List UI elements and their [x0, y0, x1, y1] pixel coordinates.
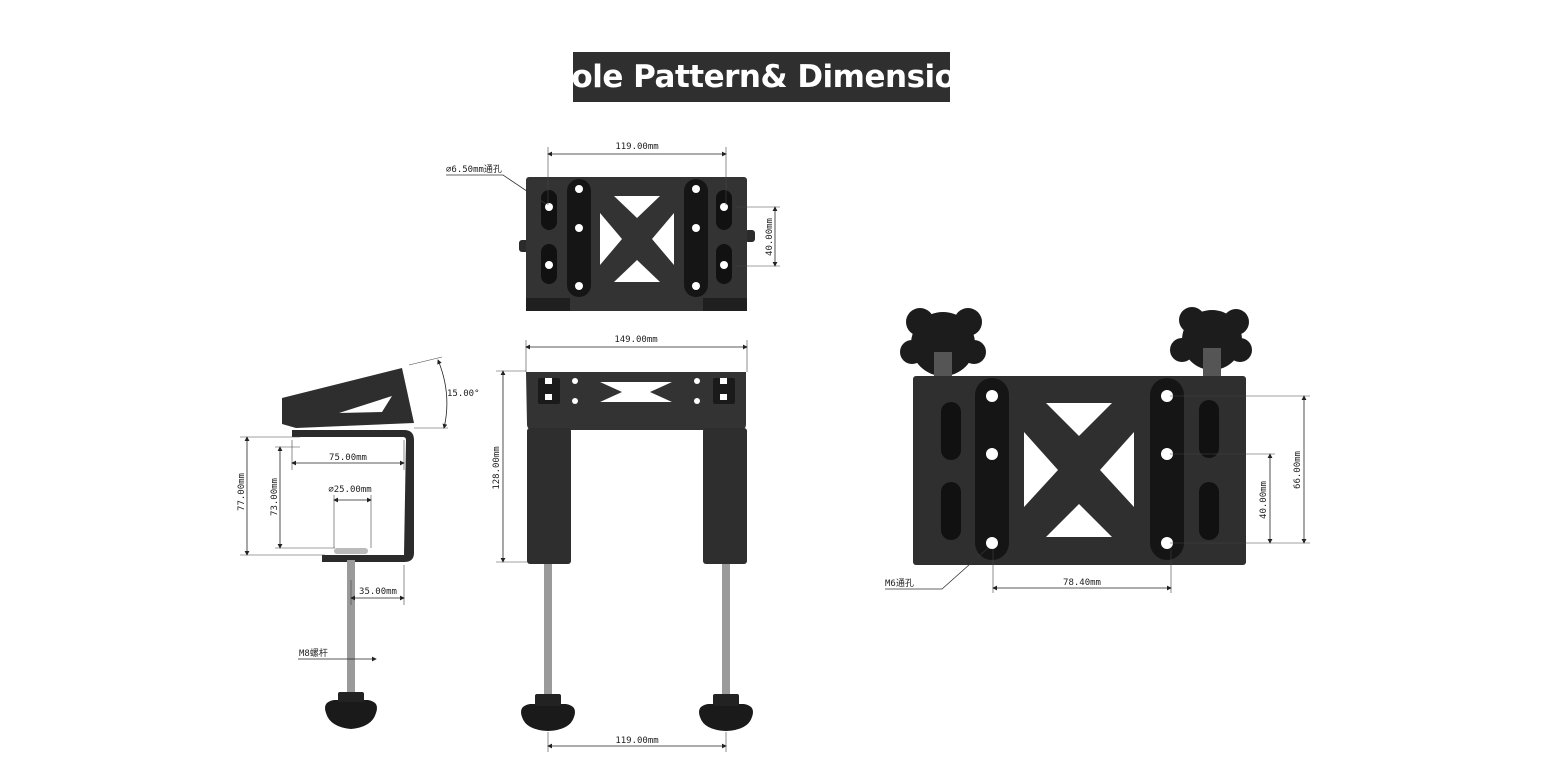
- top-hole: [720, 261, 728, 269]
- m6-hole-label: M6通孔: [885, 578, 914, 589]
- top-foot-right: [703, 298, 747, 311]
- front-height-label: 128.00mm: [492, 446, 502, 489]
- front-knob-hub-right: [713, 694, 739, 706]
- m6-hole: [1161, 448, 1173, 460]
- side-rod: [347, 560, 355, 696]
- rod-offset-label: 35.00mm: [359, 587, 397, 597]
- side-depth-label: 75.00mm: [329, 453, 367, 463]
- side-clamp-body: [292, 430, 414, 562]
- front-rod-right: [722, 564, 730, 696]
- plate-strip-right: [1150, 378, 1184, 560]
- front-hole: [694, 398, 700, 404]
- front-knob-hub-left: [535, 694, 561, 706]
- front-bottom-width-label: 119.00mm: [615, 736, 658, 746]
- m6-hole: [1161, 537, 1173, 549]
- top-hole: [545, 261, 553, 269]
- plate-strip-left: [975, 378, 1009, 560]
- front-strip: [713, 378, 735, 404]
- front-hole: [572, 378, 578, 384]
- plate-cutout: [1046, 504, 1112, 537]
- top-knob-stub-right: [745, 230, 755, 242]
- front-hole: [694, 378, 700, 384]
- right-spacing-h-label: 78.40mm: [1063, 578, 1101, 588]
- plate-cutout: [1100, 432, 1134, 507]
- m6-hole: [986, 537, 998, 549]
- top-view: 119.00mm 40.00mm ∅6.50mm通孔: [446, 142, 780, 311]
- side-knob: [325, 700, 377, 729]
- front-view: 149.00mm 128.00mm 119.00mm: [492, 335, 753, 752]
- side-height-inner-label: 73.00mm: [270, 478, 280, 516]
- top-strip-right: [684, 179, 708, 297]
- right-spacing-inner-label: 40.00mm: [1259, 481, 1269, 519]
- side-cutout: [339, 396, 392, 413]
- star-knob-left: [900, 308, 986, 378]
- side-view: 15.00° 75.00mm 77.00mm 73.00mm ∅25.00mm …: [237, 356, 480, 729]
- side-angle-label: 15.00°: [447, 389, 480, 399]
- top-strip-hole: [692, 224, 700, 232]
- m6-hole: [1161, 390, 1173, 402]
- top-strip-hole: [575, 282, 583, 290]
- front-knob-left: [521, 704, 575, 731]
- front-cutout: [600, 382, 672, 402]
- side-knob-hub: [338, 692, 364, 702]
- top-cutout: [614, 196, 660, 218]
- page-title-banner: Hole Pattern& Dimension: [546, 52, 978, 102]
- side-tilt-plate: [282, 368, 414, 428]
- top-hole: [720, 203, 728, 211]
- top-cutout: [652, 213, 674, 265]
- pad-diameter-label: ∅25.00mm: [328, 485, 371, 495]
- perspective-view: 66.00mm 40.00mm 78.40mm M6通孔: [885, 307, 1310, 593]
- plate-slot: [941, 482, 961, 540]
- plate-slot: [1199, 400, 1219, 458]
- page-title: Hole Pattern& Dimension: [545, 59, 978, 95]
- front-rod-left: [544, 564, 552, 696]
- top-foot-left: [526, 298, 570, 311]
- star-knob-right: [1170, 307, 1252, 376]
- plate-slot: [941, 402, 961, 460]
- front-hole: [572, 398, 578, 404]
- top-strip-hole: [692, 185, 700, 193]
- side-pad: [334, 548, 368, 554]
- front-hole: [545, 394, 552, 400]
- top-hole: [545, 203, 553, 211]
- plate-cutout: [1046, 403, 1112, 436]
- rod-label: M8螺杆: [299, 647, 328, 659]
- front-strip: [538, 378, 560, 404]
- top-strip-hole: [575, 185, 583, 193]
- top-hole-spacing-label: 40.00mm: [765, 218, 775, 256]
- top-strip-hole: [575, 224, 583, 232]
- top-hole-label: ∅6.50mm通孔: [446, 164, 502, 175]
- right-spacing-v-label: 66.00mm: [1293, 451, 1303, 489]
- front-width-label: 149.00mm: [614, 335, 657, 345]
- front-hole: [545, 378, 552, 384]
- top-strip-left: [567, 179, 591, 297]
- front-hole: [720, 394, 727, 400]
- front-leg-right: [703, 428, 747, 564]
- front-hole: [720, 378, 727, 384]
- top-cutout: [600, 213, 622, 265]
- front-leg-left: [527, 428, 571, 564]
- top-width-label: 119.00mm: [615, 142, 658, 152]
- plate-cutout: [1024, 432, 1058, 507]
- m6-hole: [986, 390, 998, 402]
- m6-hole: [986, 448, 998, 460]
- side-height-outer-label: 77.00mm: [237, 473, 247, 511]
- top-strip-hole: [692, 282, 700, 290]
- front-knob-right: [699, 704, 753, 731]
- plate-slot: [1199, 482, 1219, 540]
- top-cutout: [614, 260, 660, 282]
